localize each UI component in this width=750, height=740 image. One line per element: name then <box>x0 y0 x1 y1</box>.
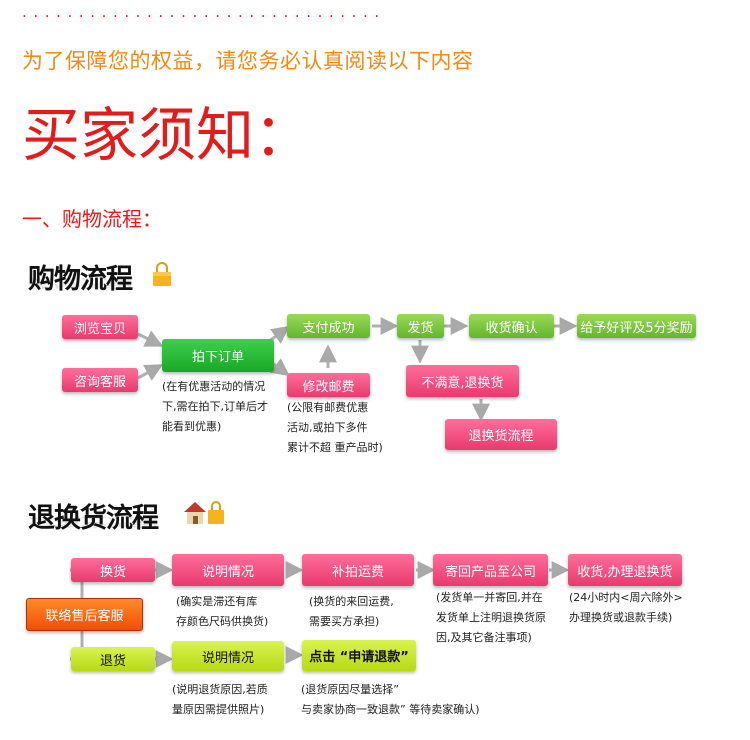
shopping-flow-title: 购物流程 <box>28 264 133 295</box>
contact-service-button: 联络售后客服 <box>26 598 143 631</box>
return-flow-button: 退换货流程 <box>445 419 557 450</box>
section-heading: 一、购物流程： <box>22 207 162 231</box>
page-title: 买家须知： <box>22 101 313 169</box>
good-review-button: 给予好评及5分奖励 <box>577 314 696 338</box>
ship-button: 发货 <box>397 314 444 338</box>
shopping-flow-title-reflection: 购物流程 <box>28 275 132 290</box>
modify-postage-button: 修改邮费 <box>287 373 370 397</box>
consult-button: 咨询客服 <box>62 368 138 392</box>
house-icon <box>184 501 224 524</box>
refund-button: 退货 <box>71 647 155 671</box>
refund-note: (说明退货原因,若质 量原因需提供照片) <box>172 683 268 716</box>
receive-button: 收货,办理退换货 <box>568 554 682 586</box>
place-order-button: 拍下订单 <box>162 339 274 372</box>
decorative-dots: ................................ <box>22 3 386 21</box>
unsatisfied-button: 不满意,退换货 <box>406 365 519 397</box>
arrow-icon <box>137 364 164 381</box>
notice-text: 为了保障您的权益，请您务必认真阅读以下内容 <box>22 49 474 73</box>
arrow-icon <box>137 330 164 347</box>
lock-icon <box>153 262 171 286</box>
apply-note: (退货原因尽量选择” 与卖家协商一致退款” 等待卖家确认) <box>301 683 480 716</box>
refund-explain-button: 说明情况 <box>172 641 284 671</box>
pay-success-button: 支付成功 <box>287 314 370 338</box>
confirm-receipt-button: 收货确认 <box>469 314 554 338</box>
return-flow-title-reflection: 退换货流程 <box>28 514 158 529</box>
exchange-note: (确实是滞还有库 存颜色尺码供换货) <box>176 595 269 628</box>
postage-button: 补拍运费 <box>302 554 414 586</box>
send-back-button: 寄回产品至公司 <box>433 554 548 586</box>
return-flow-title: 退换货流程 <box>28 503 159 534</box>
exchange-button: 换货 <box>71 558 155 582</box>
postage-note: (公限有邮费优惠 活动,或拍下多件 累计不超 重产品时) <box>287 401 383 454</box>
apply-refund-button: 点击 “申请退款” <box>302 640 416 671</box>
exchange-explain-button: 说明情况 <box>172 554 284 586</box>
return-postage-note: (换货的来回运费, 需要买方承担) <box>309 595 394 628</box>
send-back-note: (发货单一并寄回,并在 发货单上注明退换货原 因,及其它备注事项) <box>436 591 546 644</box>
receive-note: (24小时内<周六除外> 办理换货或退款手续) <box>569 591 683 624</box>
browse-button: 浏览宝贝 <box>62 315 138 339</box>
order-note: (在有优惠活动的情况 下,需在拍下,订单后才 能看到优惠) <box>162 380 268 433</box>
